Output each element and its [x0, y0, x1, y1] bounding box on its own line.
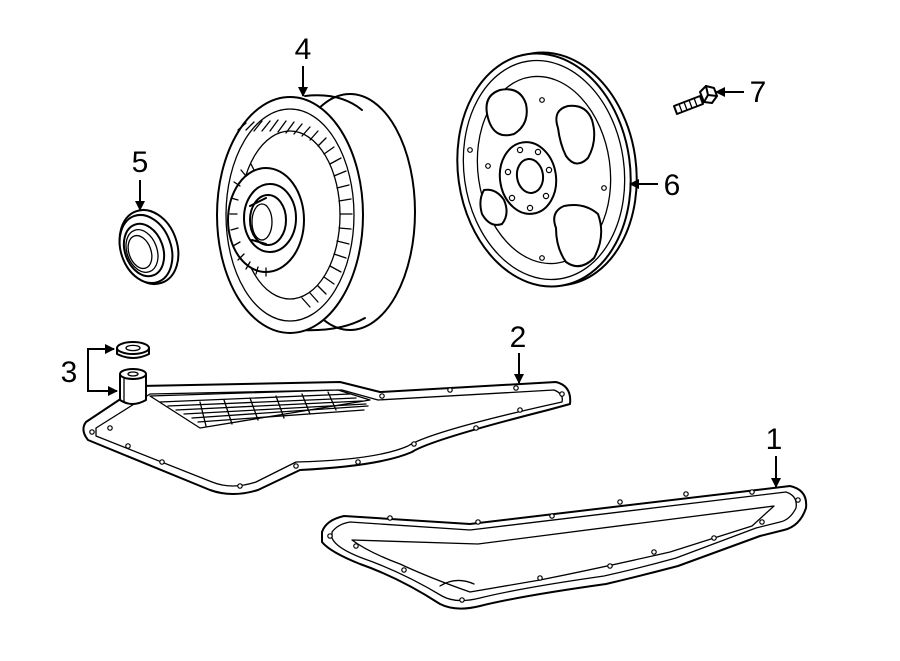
callout-7-label: 7 [750, 76, 767, 109]
callout-1: 1 [766, 423, 783, 488]
filter-seal[interactable] [116, 341, 150, 405]
callout-5-label: 5 [132, 146, 149, 179]
torque-converter[interactable] [216, 93, 416, 334]
transmission-filter[interactable] [82, 381, 572, 495]
callout-2: 2 [510, 321, 527, 384]
callout-6-label: 6 [664, 169, 681, 202]
flexplate-bolt[interactable] [673, 85, 718, 115]
callout-3-arrow-bottom [87, 372, 118, 396]
callout-3-arrow-top [87, 344, 115, 372]
front-pump-seal[interactable] [110, 202, 189, 293]
flexplate[interactable] [443, 41, 652, 298]
callout-3-label: 3 [61, 356, 78, 389]
callout-2-label: 2 [510, 321, 527, 354]
callout-4: 4 [295, 33, 312, 97]
callout-1-label: 1 [766, 423, 783, 456]
callout-6: 6 [629, 169, 681, 202]
transmission-pan[interactable] [321, 485, 808, 610]
callout-3: 3 [61, 344, 118, 396]
callout-7: 7 [715, 76, 767, 109]
callout-5: 5 [132, 146, 149, 211]
callout-4-label: 4 [295, 33, 312, 66]
